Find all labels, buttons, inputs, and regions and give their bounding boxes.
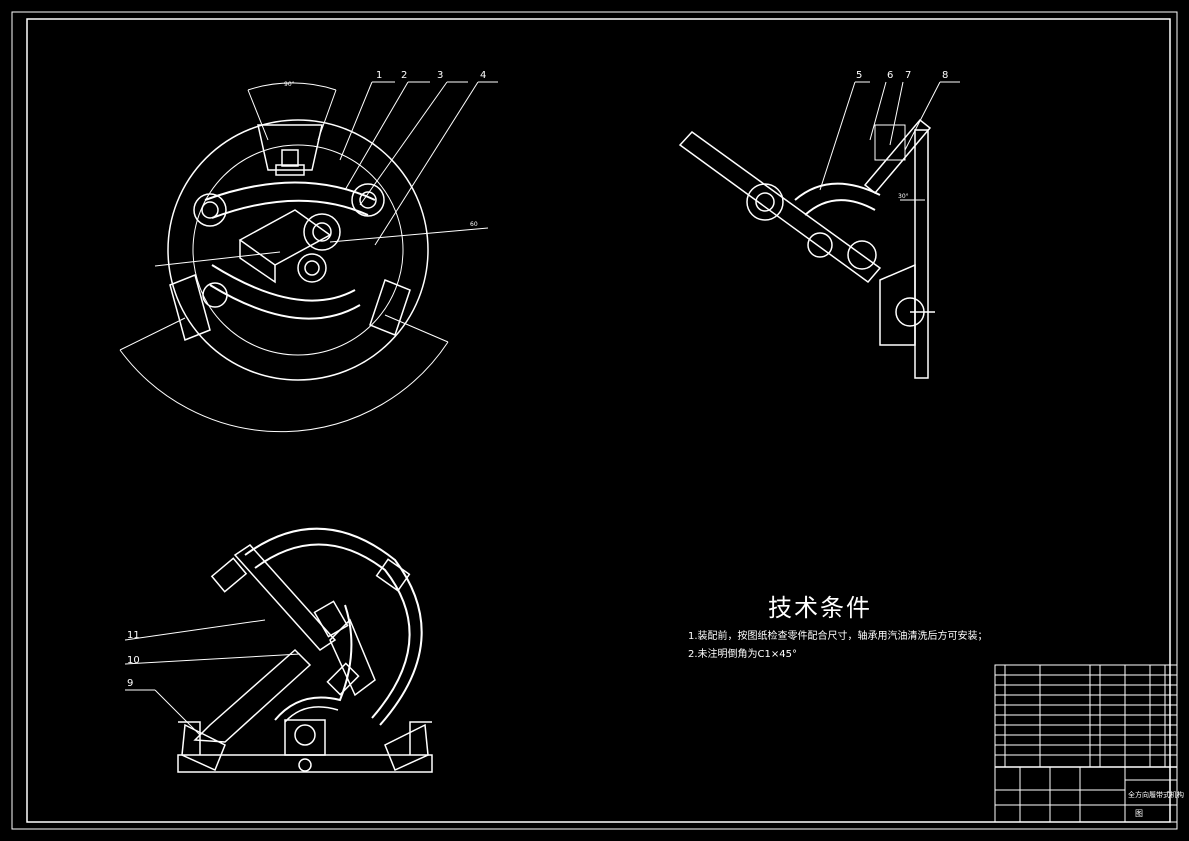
title-block-drawing-name: 全方向履带式机构 <box>1128 790 1184 799</box>
view-top-right <box>678 81 960 379</box>
balloon-11: 11 <box>127 630 140 641</box>
view-top-left-angle-label: 90° <box>284 81 295 88</box>
balloon-5: 5 <box>856 70 863 81</box>
tech-note-2: 2.未注明倒角为C1×45° <box>688 649 797 660</box>
view-top-right-angle-label: 30° <box>898 193 909 200</box>
balloon-3: 3 <box>437 70 444 81</box>
tech-notes-title: 技术条件 <box>768 594 872 622</box>
balloon-4: 4 <box>480 70 487 81</box>
title-block-sheet-label: 图 <box>1135 809 1143 818</box>
view-top-left-side-label: 60 <box>470 221 478 228</box>
balloon-1: 1 <box>376 70 383 81</box>
balloon-6: 6 <box>887 70 894 81</box>
title-block <box>994 664 1178 823</box>
balloon-9: 9 <box>127 678 134 689</box>
tech-note-1: 1.装配前，按图纸检查零件配合尺寸，轴承用汽油清洗后方可安装； <box>688 631 988 642</box>
balloon-2: 2 <box>401 70 408 81</box>
balloon-7: 7 <box>905 70 912 81</box>
view-bottom <box>124 527 433 773</box>
view-top-left <box>119 81 498 433</box>
balloon-8: 8 <box>942 70 949 81</box>
inner-frame <box>26 18 1171 823</box>
balloon-10: 10 <box>127 655 140 666</box>
outer-frame <box>11 11 1178 830</box>
